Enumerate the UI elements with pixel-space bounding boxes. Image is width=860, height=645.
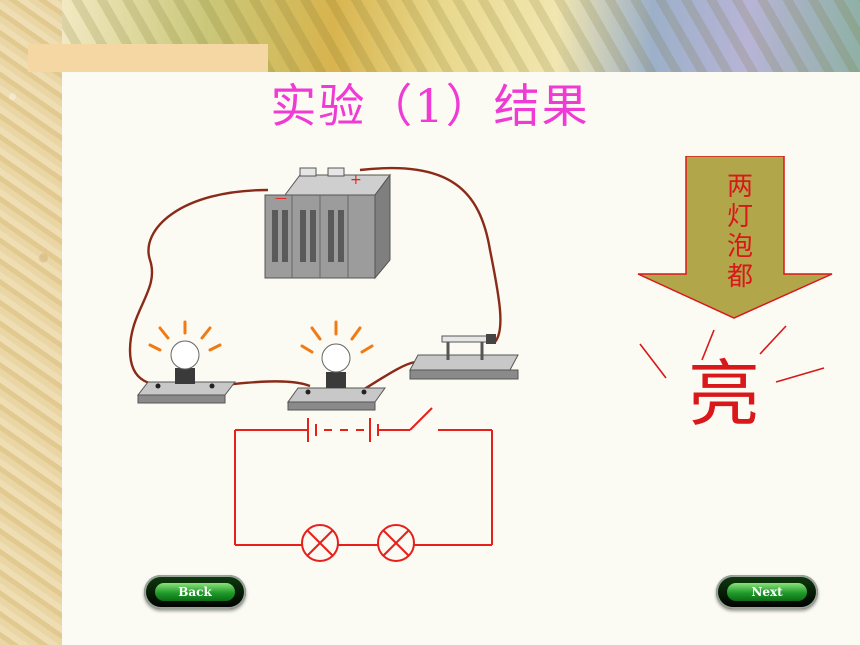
arrow-text: 两灯泡都	[726, 172, 753, 292]
back-button-label: Back	[155, 583, 235, 601]
decorative-left-strip	[0, 0, 62, 645]
decorative-top-band	[62, 0, 860, 72]
lamp-2	[287, 320, 386, 411]
decorative-top-block	[28, 44, 268, 72]
battery-positive-label: +	[350, 172, 362, 188]
wire-right	[359, 166, 502, 343]
wire-left	[128, 188, 269, 390]
slide-title: 实验（1）结果	[270, 79, 590, 133]
battery-negative-label: —	[275, 191, 287, 205]
next-button[interactable]: Next	[716, 575, 818, 609]
battery: — +	[264, 167, 391, 280]
back-button[interactable]: Back	[144, 575, 246, 609]
light-rays-icon	[639, 325, 825, 383]
switch	[409, 334, 519, 380]
circuit-diagram: — +	[128, 166, 519, 562]
circuit-schematic	[234, 407, 493, 562]
lamp-1	[136, 320, 237, 404]
result-text: 亮	[688, 352, 761, 436]
next-button-label: Next	[727, 583, 807, 601]
down-arrow-icon	[637, 156, 833, 319]
